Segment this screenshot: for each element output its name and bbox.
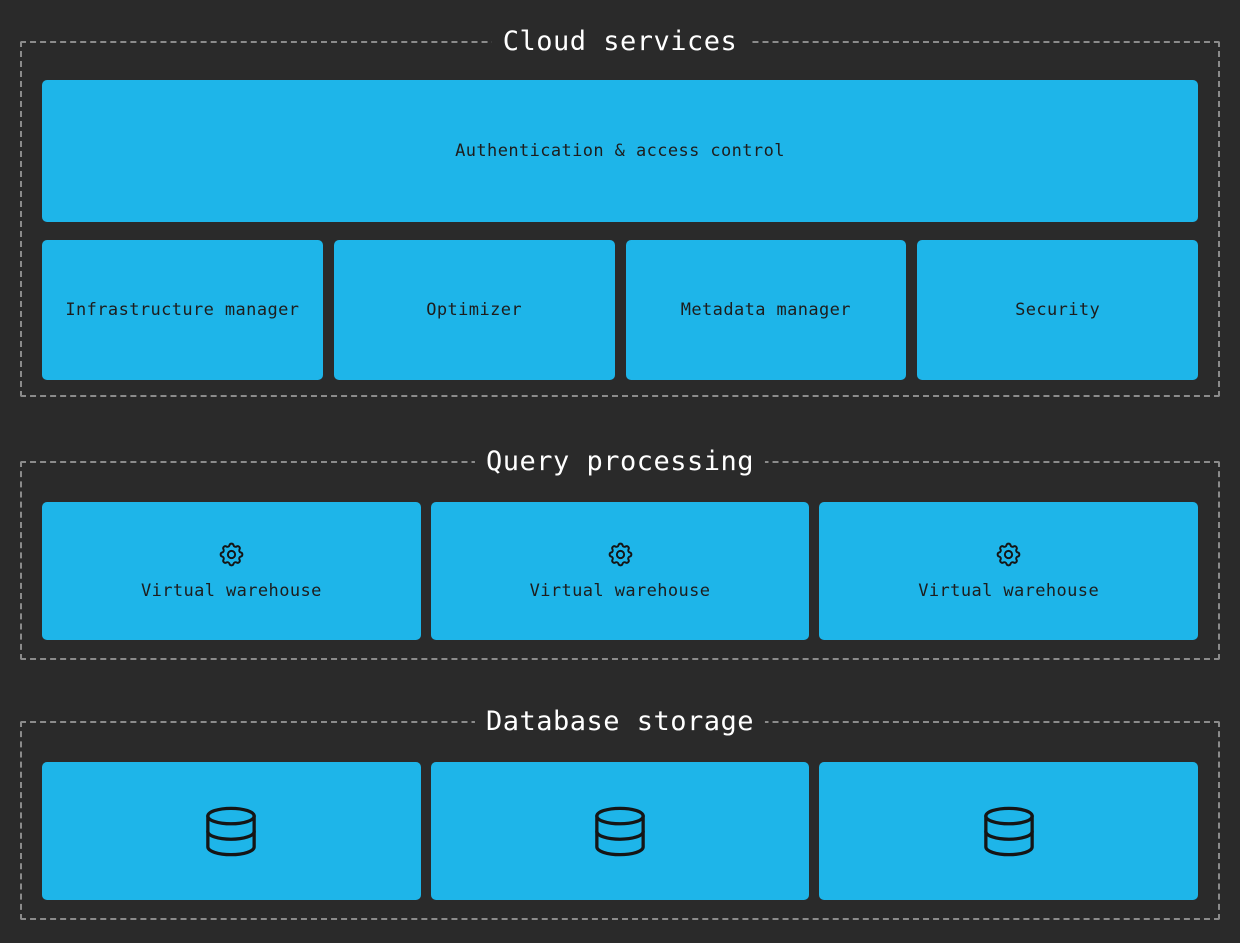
database-box (42, 762, 421, 900)
query-processing-row: Virtual warehouse Virtual warehouse (42, 502, 1199, 640)
metadata-manager-label: Metadata manager (680, 300, 851, 320)
database-box (430, 762, 810, 900)
gear-icon (606, 540, 635, 569)
section-title-cloud-services: Cloud services (491, 26, 749, 58)
virtual-warehouse-label: Virtual warehouse (529, 581, 711, 601)
auth-access-control-label: Authentication & access control (455, 141, 785, 161)
optimizer-label: Optimizer (426, 300, 522, 320)
cloud-services-row: Infrastructure manager Optimizer Metadat… (42, 240, 1198, 380)
metadata-manager-box: Metadata manager (625, 240, 907, 380)
virtual-warehouse-box: Virtual warehouse (430, 502, 810, 640)
section-cloud-services: Cloud services Authentication & access c… (20, 26, 1220, 397)
database-storage-row (42, 762, 1199, 900)
gear-icon (217, 540, 246, 569)
security-box: Security (917, 240, 1198, 380)
section-title-database-storage: Database storage (474, 706, 766, 738)
database-box (819, 762, 1199, 900)
virtual-warehouse-box: Virtual warehouse (819, 502, 1199, 640)
database-icon (204, 805, 258, 858)
section-title-query-processing: Query processing (474, 446, 766, 478)
security-label: Security (1015, 300, 1101, 320)
database-icon (982, 805, 1036, 858)
virtual-warehouse-label: Virtual warehouse (918, 581, 1100, 601)
infrastructure-manager-label: Infrastructure manager (65, 300, 300, 320)
virtual-warehouse-box: Virtual warehouse (42, 502, 421, 640)
virtual-warehouse-label: Virtual warehouse (140, 581, 322, 601)
database-icon (593, 805, 647, 858)
optimizer-box: Optimizer (333, 240, 615, 380)
section-database-storage: Database storage (20, 706, 1220, 920)
auth-access-control-box: Authentication & access control (42, 80, 1198, 222)
infrastructure-manager-box: Infrastructure manager (42, 240, 323, 380)
gear-icon (994, 540, 1023, 569)
section-query-processing: Query processing Virtual warehouse (20, 446, 1220, 660)
